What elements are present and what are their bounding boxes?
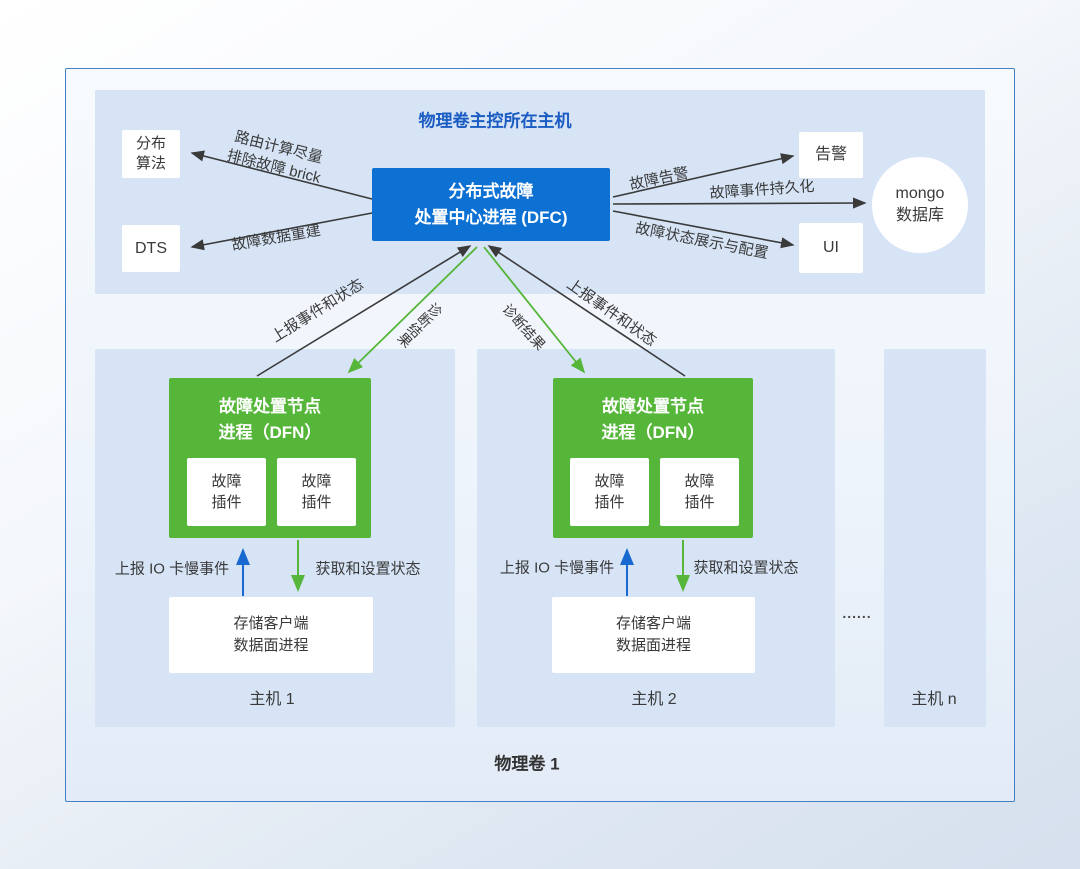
host1-get-set-label: 获取和设置状态 — [315, 560, 421, 578]
dfn2-title: 故障处置节点 进程（DFN） — [601, 397, 705, 442]
ui-box: UI — [799, 223, 863, 273]
alarm-box: 告警 — [799, 132, 863, 178]
master-host-title: 物理卷主控所在主机 — [418, 111, 572, 131]
dfn1-plugin2-box: 故障 插件 — [277, 458, 356, 526]
hosts-ellipsis: ...... — [842, 605, 872, 621]
host2-report-io-label: 上报 IO 卡慢事件 — [499, 559, 615, 577]
dfn1-title: 故障处置节点 进程（DFN） — [218, 397, 322, 442]
storage2-box: 存储客户端 数据面进程 — [552, 597, 755, 673]
dfn2-plugin2-box: 故障 插件 — [660, 458, 739, 526]
mongo-db-circle: mongo 数据库 — [872, 157, 968, 253]
physical-volume-label: 物理卷 1 — [494, 754, 560, 774]
dts-box: DTS — [122, 225, 180, 272]
host2-label: 主机 2 — [631, 691, 677, 708]
dfn2-box: 故障处置节点 进程（DFN） 故障 插件 故障 插件 — [553, 378, 753, 538]
hostn-panel — [884, 349, 986, 727]
host1-report-io-label: 上报 IO 卡慢事件 — [114, 560, 230, 578]
dfn1-plugin1-box: 故障 插件 — [187, 458, 266, 526]
host1-label: 主机 1 — [249, 691, 295, 708]
dfn1-box: 故障处置节点 进程（DFN） 故障 插件 故障 插件 — [169, 378, 371, 538]
hostn-label: 主机 n — [911, 691, 957, 708]
dfc-box: 分布式故障 处置中心进程 (DFC) — [372, 168, 610, 241]
dfn2-plugin1-box: 故障 插件 — [570, 458, 649, 526]
dist-algo-box: 分布 算法 — [122, 130, 180, 178]
storage1-box: 存储客户端 数据面进程 — [169, 597, 373, 673]
host2-get-set-label: 获取和设置状态 — [693, 559, 799, 577]
